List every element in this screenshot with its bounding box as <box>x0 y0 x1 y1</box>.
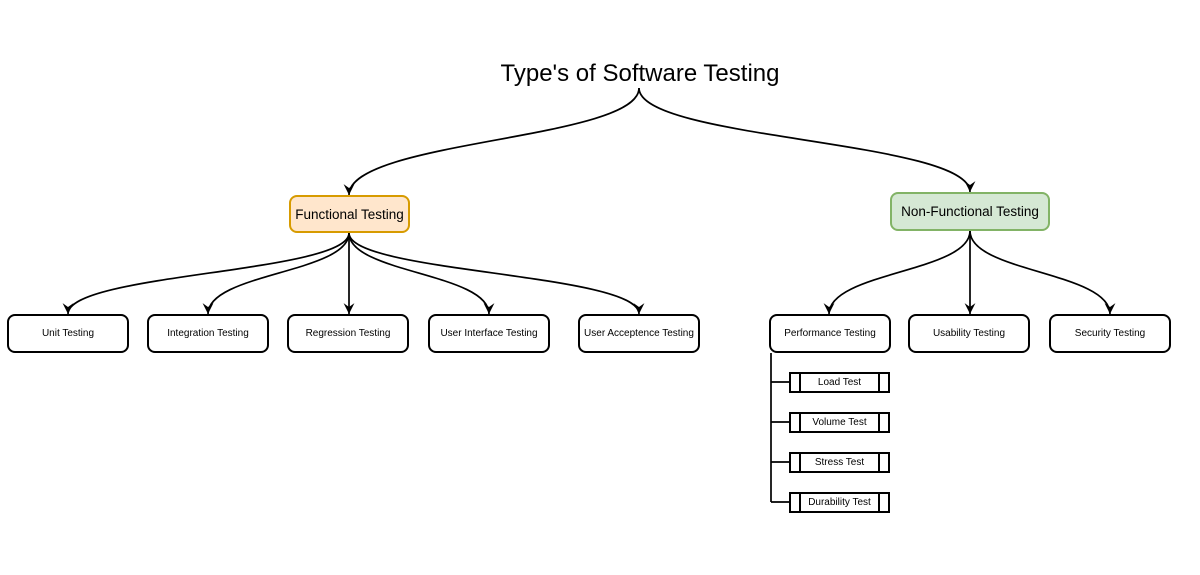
node-label: User Acceptence Testing <box>584 328 694 339</box>
node-label: Unit Testing <box>41 328 95 339</box>
node-regression-testing: Regression Testing <box>287 314 409 353</box>
edge-root-to-functional <box>343 87 640 196</box>
node-label: Performance Testing <box>784 328 876 339</box>
process-bar-right <box>878 374 880 391</box>
node-label: Functional Testing <box>295 206 404 222</box>
node-integration-testing: Integration Testing <box>147 314 269 353</box>
node-stress-test: Stress Test <box>789 452 890 473</box>
node-label: Integration Testing <box>167 328 249 339</box>
node-load-test: Load Test <box>789 372 890 393</box>
edge-functional-to-unit <box>62 232 350 315</box>
node-user-interface-testing: User Interface Testing <box>428 314 550 353</box>
diagram-title: Type's of Software Testing <box>500 60 780 87</box>
node-performance-testing: Performance Testing <box>769 314 891 353</box>
edge-functional-to-integration <box>202 232 350 315</box>
node-label: Security Testing <box>1074 328 1146 339</box>
node-security-testing: Security Testing <box>1049 314 1171 353</box>
node-label: Volume Test <box>812 417 867 428</box>
process-bar-left <box>799 414 801 431</box>
process-bar-right <box>878 494 880 511</box>
edge-nonfunctional-to-security <box>969 230 1116 315</box>
node-unit-testing: Unit Testing <box>7 314 129 353</box>
performance-subtest-tree-lines <box>770 353 789 503</box>
edge-functional-to-user-interface <box>348 232 495 315</box>
process-bar-right <box>878 414 880 431</box>
edge-nonfunctional-to-performance <box>823 230 971 315</box>
node-label: Stress Test <box>814 457 865 468</box>
edge-root-to-nonfunctional <box>638 87 976 193</box>
node-label: User Interface Testing <box>440 328 538 339</box>
node-label: Load Test <box>817 377 862 388</box>
process-bar-right <box>878 454 880 471</box>
process-bar-left <box>799 454 801 471</box>
node-volume-test: Volume Test <box>789 412 890 433</box>
node-usability-testing: Usability Testing <box>908 314 1030 353</box>
node-label: Usability Testing <box>932 328 1006 339</box>
node-label: Durability Test <box>808 497 871 508</box>
node-durability-test: Durability Test <box>789 492 890 513</box>
process-bar-left <box>799 494 801 511</box>
process-bar-left <box>799 374 801 391</box>
node-non-functional-testing: Non-Functional Testing <box>890 192 1050 231</box>
node-label: Non-Functional Testing <box>901 204 1039 219</box>
node-label: Regression Testing <box>305 328 391 339</box>
node-user-acceptence-testing: User Acceptence Testing <box>578 314 700 353</box>
edge-functional-to-user-acceptence <box>348 232 645 315</box>
node-functional-testing: Functional Testing <box>289 195 410 233</box>
